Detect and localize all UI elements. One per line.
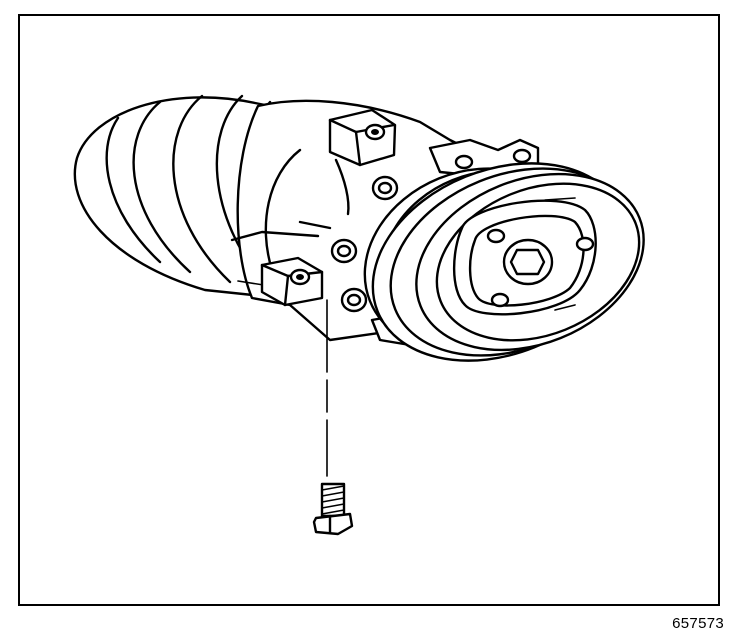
lower-mounting-ear <box>260 256 324 307</box>
clutch-hub <box>452 197 597 316</box>
upper-mounting-ear <box>328 108 397 167</box>
compressor-icon <box>73 94 645 362</box>
figure-id-label: 657573 <box>672 615 724 632</box>
housing-bolts <box>330 175 399 313</box>
mounting-bolt-icon <box>312 482 354 536</box>
